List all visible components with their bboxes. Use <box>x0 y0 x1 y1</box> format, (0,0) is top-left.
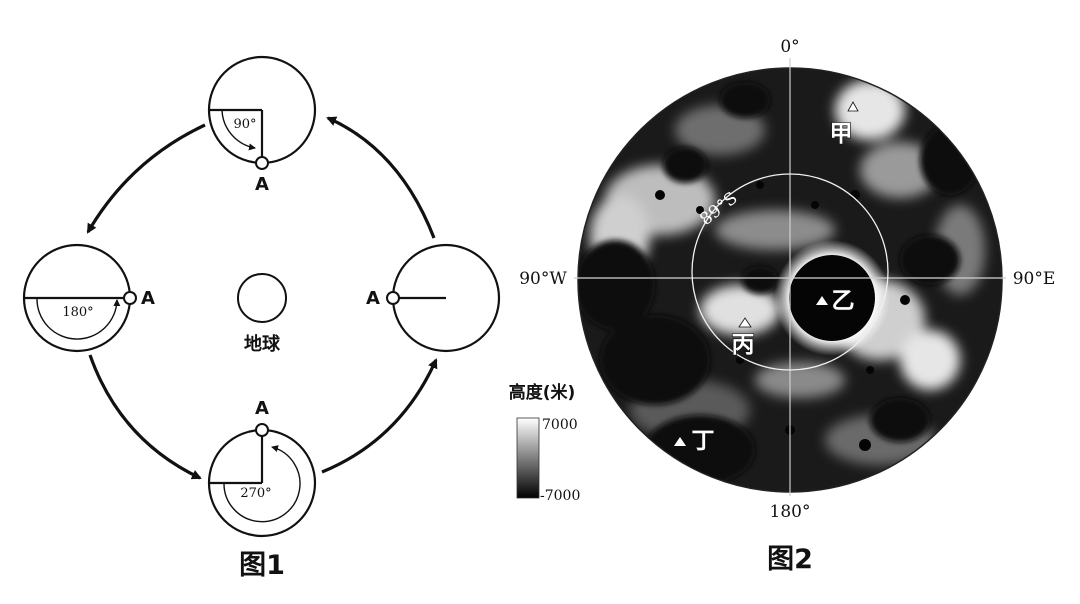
longitude-label-90w: 90°W <box>519 269 567 289</box>
central-crater <box>789 255 875 341</box>
angle-label-180: 180° <box>62 305 93 320</box>
legend-title: 高度(米) <box>509 382 576 403</box>
point-a-marker <box>255 156 269 170</box>
site-label-jia: 甲 <box>830 121 853 147</box>
figure1-caption: 图1 <box>239 550 285 581</box>
point-a-marker <box>255 423 269 437</box>
latitude-circle-89s <box>691 173 889 371</box>
angle-label-90: 90° <box>233 117 256 132</box>
orbit-arrow-top-left <box>86 123 206 234</box>
site-triangle-bing <box>738 317 752 328</box>
elevation-legend: 高度(米) 7000 -7000 <box>509 382 581 504</box>
moon-position-top: 90° A <box>207 55 317 195</box>
longitude-label-0: 0° <box>780 37 799 57</box>
point-a-label: A <box>366 288 380 309</box>
point-a-marker <box>386 291 400 305</box>
site-markers: 甲 乙 丙 丁 <box>674 101 859 455</box>
point-a-label: A <box>255 398 269 419</box>
earth-circle <box>237 273 287 323</box>
lunar-south-pole-surface <box>578 68 1002 492</box>
longitude-label-90e: 90°E <box>1013 269 1056 289</box>
orbit-arrow-bottom-left <box>88 354 202 480</box>
figure1-diagram: 地球 90° A 180° A A <box>22 55 501 581</box>
site-label-ding: 丁 <box>692 428 715 454</box>
earth-label: 地球 <box>244 333 281 355</box>
point-a-label: A <box>141 288 155 309</box>
graticule <box>574 58 1006 496</box>
point-a-label: A <box>255 174 269 195</box>
legend-gradient-bar <box>516 417 540 499</box>
orbit-arrow-top-right <box>326 116 436 239</box>
site-triangle-jia <box>847 101 859 112</box>
site-triangle-yi <box>816 296 828 305</box>
site-triangle-ding <box>674 437 686 446</box>
figure2-caption: 图2 <box>767 544 813 575</box>
moon-position-bottom: 270° A <box>207 398 317 538</box>
figure2-map: 0° 180° 90°W 90°E 89°S 甲 乙 丙 丁 高度(米) 700… <box>509 37 1056 575</box>
legend-max-label: 7000 <box>542 417 578 433</box>
site-label-bing: 丙 <box>732 332 755 358</box>
angle-label-270: 270° <box>240 486 271 501</box>
orbit-arrow-bottom-right <box>321 358 438 474</box>
site-label-yi: 乙 <box>832 288 855 314</box>
point-a-marker <box>123 291 137 305</box>
orbit-arrows <box>86 116 438 480</box>
legend-min-label: -7000 <box>540 488 580 504</box>
longitude-label-180: 180° <box>770 502 811 522</box>
moon-position-left: 180° A <box>22 243 155 353</box>
moon-position-right: A <box>366 243 501 353</box>
